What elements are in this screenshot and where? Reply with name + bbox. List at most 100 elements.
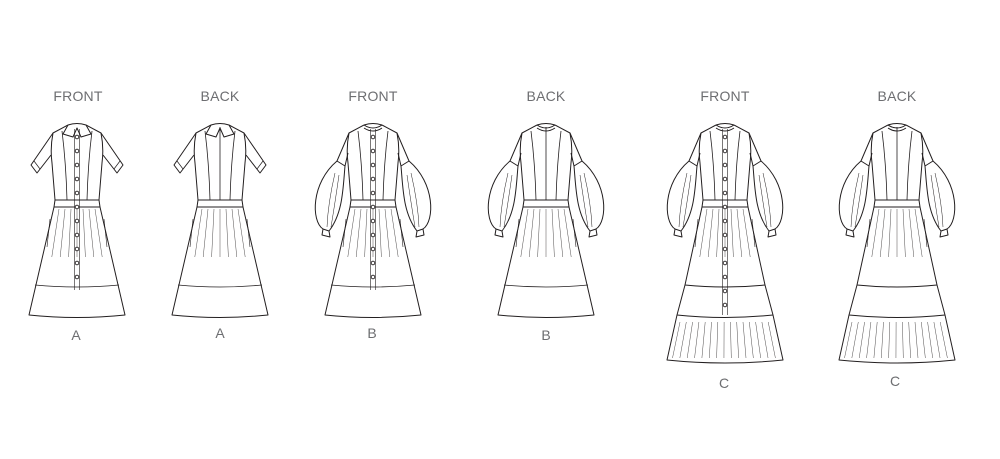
- skirt-gathers: [694, 321, 700, 359]
- sleeve-cuff: [845, 228, 855, 238]
- sleeve-gathers: [499, 172, 513, 228]
- button: [722, 302, 728, 308]
- skirt-gathers: [749, 321, 754, 359]
- skirt: [324, 206, 422, 318]
- view-label-back-a: BACK: [200, 88, 240, 104]
- skirt-gathers: [687, 321, 693, 359]
- skirt-gathers: [537, 208, 541, 258]
- button: [370, 162, 376, 168]
- sleeve-hem-stitch: [113, 160, 121, 170]
- short-sleeve: [30, 132, 54, 174]
- bodice-seams: [204, 130, 236, 201]
- skirt-gathers: [356, 208, 362, 258]
- skirt: [497, 206, 595, 318]
- skirt-gathers: [888, 321, 890, 359]
- button: [722, 246, 728, 252]
- button: [74, 176, 80, 182]
- button: [722, 232, 728, 238]
- button: [74, 190, 80, 196]
- skirt-gathers: [859, 321, 865, 359]
- button: [722, 204, 728, 210]
- skirt-gathers: [755, 321, 761, 359]
- button-placket: [722, 129, 728, 315]
- skirt-gathers: [237, 208, 246, 258]
- skirt-gathers: [347, 208, 356, 258]
- sleeve-hem-stitch: [33, 160, 41, 170]
- bodice-seams: [709, 130, 741, 201]
- button: [370, 134, 376, 140]
- skirt-gathers: [880, 208, 886, 258]
- sleeve-cuff: [939, 228, 949, 238]
- bodice-seams: [881, 130, 913, 201]
- sleeve-cap: [336, 132, 350, 167]
- skirt-gathers: [902, 208, 906, 258]
- button: [722, 162, 728, 168]
- button: [74, 162, 80, 168]
- skirt-bottom-tier: [666, 314, 784, 364]
- waistband: [873, 199, 921, 208]
- skirt-gathers: [701, 321, 706, 359]
- button: [74, 148, 80, 154]
- skirt-gathers: [557, 208, 563, 258]
- sleeve-cuff: [767, 228, 777, 238]
- button: [74, 260, 80, 266]
- view-code-a-back: A: [215, 325, 225, 341]
- sleeve-cap: [860, 132, 874, 167]
- skirt-gathers: [940, 321, 948, 359]
- dress-drawing-2: [171, 123, 269, 318]
- skirt-flounce-seam: [330, 284, 416, 288]
- skirt-gathers: [730, 208, 734, 258]
- skirt-gathers: [203, 208, 209, 258]
- button: [74, 204, 80, 210]
- skirt-bottom-tier: [838, 314, 956, 364]
- button: [722, 190, 728, 196]
- skirt-gathers: [768, 321, 776, 359]
- skirt-upper-tier: [856, 206, 938, 288]
- skirt-gathers: [194, 208, 203, 258]
- skirt-gathers: [871, 208, 880, 258]
- skirt-gathers: [736, 208, 742, 258]
- button: [722, 176, 728, 182]
- sleeve-gathers: [579, 172, 593, 228]
- skirt-gathers: [520, 208, 529, 258]
- skirt-gathers: [927, 321, 933, 359]
- sleeve-gathers: [930, 172, 944, 228]
- skirt-gathers: [68, 208, 72, 258]
- skirt-gathers: [902, 321, 904, 359]
- dress-drawing-4: [487, 123, 605, 318]
- dress-drawing-6: [838, 123, 956, 364]
- button: [370, 232, 376, 238]
- bodice: [698, 124, 752, 201]
- skirt: [28, 206, 126, 318]
- neckband: [715, 123, 735, 132]
- view-code-b-back: B: [541, 327, 551, 343]
- sleeve-cap: [748, 132, 762, 167]
- skirt-upper-tier: [684, 206, 766, 288]
- waistband: [196, 199, 244, 208]
- view-label-front-c: FRONT: [700, 88, 750, 104]
- skirt-gathers: [908, 321, 911, 359]
- skirt-gathers: [384, 208, 390, 258]
- skirt-gathers: [851, 321, 859, 359]
- skirt-middle-tier: [676, 284, 774, 318]
- collar: [205, 123, 235, 138]
- sleeve-cuff: [415, 228, 425, 238]
- sleeve-gathers: [678, 172, 692, 228]
- skirt-gathers: [742, 208, 751, 258]
- sleeve-gathers: [758, 172, 772, 228]
- view-label-back-b: BACK: [526, 88, 566, 104]
- button: [370, 148, 376, 154]
- sleeve-hem-stitch: [176, 160, 184, 170]
- dress-drawing-3: [314, 123, 432, 318]
- dress-drawing-1: [28, 123, 126, 318]
- skirt-gathers: [914, 208, 923, 258]
- sleeve-cap: [396, 132, 410, 167]
- sleeve-gathers: [406, 172, 420, 228]
- sleeve-cap: [920, 132, 934, 167]
- skirt-gathers: [679, 321, 687, 359]
- skirt-gathers: [921, 321, 926, 359]
- view-label-front-b: FRONT: [348, 88, 398, 104]
- skirt-gathers: [873, 321, 878, 359]
- pocket-lines: [866, 218, 928, 248]
- sleeve-cap: [688, 132, 702, 167]
